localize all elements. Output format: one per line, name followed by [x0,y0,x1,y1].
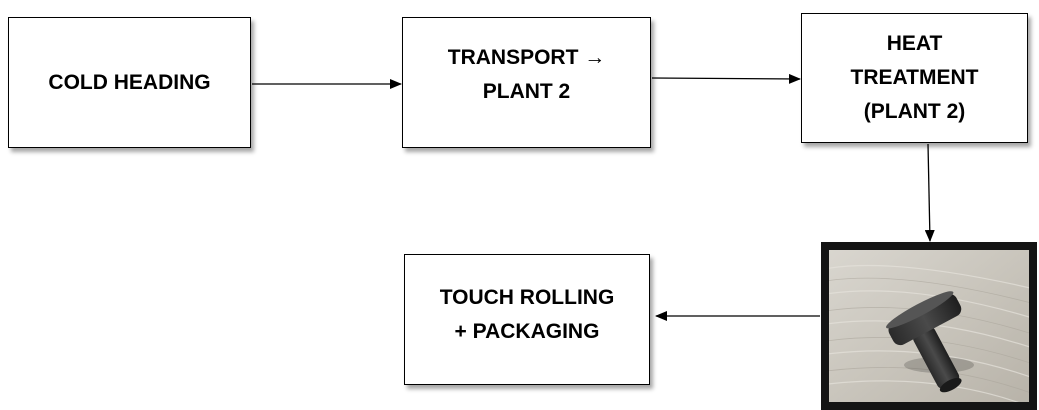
fastener-photo-image [829,250,1029,402]
step-cold-heading-label: COLD HEADING [48,70,211,94]
part-photo [821,242,1037,410]
step-touch-rolling: TOUCH ROLLING + PACKAGING [404,254,650,385]
step-cold-heading: COLD HEADING [8,17,251,148]
arrow-heat-to-photo [924,143,935,242]
step-heat-treatment: HEAT TREATMENT (PLANT 2) [801,13,1028,143]
step-touch-rolling-label: TOUCH ROLLING + PACKAGING [439,285,615,343]
step-transport: TRANSPORT → PLANT 2 [402,17,651,148]
step-transport-label: TRANSPORT → PLANT 2 [447,45,606,103]
step-heat-treatment-label: HEAT TREATMENT (PLANT 2) [850,32,979,123]
arrow-transport-to-heat [651,73,801,84]
